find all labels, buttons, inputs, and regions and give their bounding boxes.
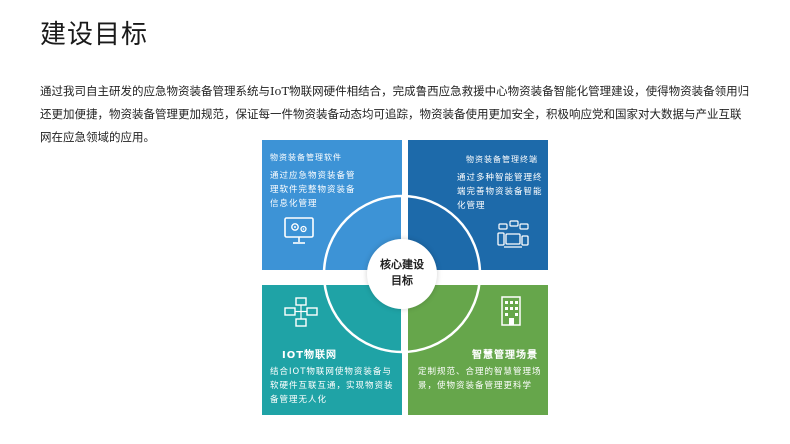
quadrant-scenario: 智慧管理场景 定制规范、合理的智慧管理场景，使物资装备管理更科学 <box>408 285 548 415</box>
network-nodes-icon <box>284 297 318 327</box>
core-goal-circle: 核心建设 目标 <box>367 239 437 309</box>
devices-chat-icon <box>497 220 529 248</box>
quadrant-iot-desc: 结合IOT物联网使物资装备与软硬件互联互通，实现物资装备管理无人化 <box>270 367 394 405</box>
core-goal-line2: 目标 <box>391 274 413 287</box>
page-title: 建设目标 <box>40 20 149 50</box>
quadrant-software-desc: 通过应急物资装备管理软件完整物资装备信息化管理 <box>270 171 356 209</box>
quadrant-software-title: 物资装备管理软件 <box>270 153 342 162</box>
quadrant-scenario-title: 智慧管理场景 <box>472 350 538 361</box>
quadrant-iot: IOT物联网 结合IOT物联网使物资装备与软硬件互联互通，实现物资装备管理无人化 <box>262 285 402 415</box>
quadrant-terminal: 物资装备管理终端 通过多种智能管理终端完善物资装备智能化管理 <box>408 140 548 270</box>
quadrant-terminal-desc: 通过多种智能管理终端完善物资装备智能化管理 <box>457 173 543 211</box>
quadrant-terminal-title: 物资装备管理终端 <box>466 155 538 164</box>
core-goal-line1: 核心建设 <box>380 258 424 271</box>
quadrant-scenario-desc: 定制规范、合理的智慧管理场景，使物资装备管理更科学 <box>418 367 542 391</box>
quadrant-iot-title: IOT物联网 <box>282 350 338 361</box>
monitor-gears-icon <box>284 217 314 244</box>
intro-paragraph: 通过我司自主研发的应急物资装备管理系统与IoT物联网硬件相结合，完成鲁西应急救援… <box>40 84 750 144</box>
building-icon <box>501 296 521 326</box>
